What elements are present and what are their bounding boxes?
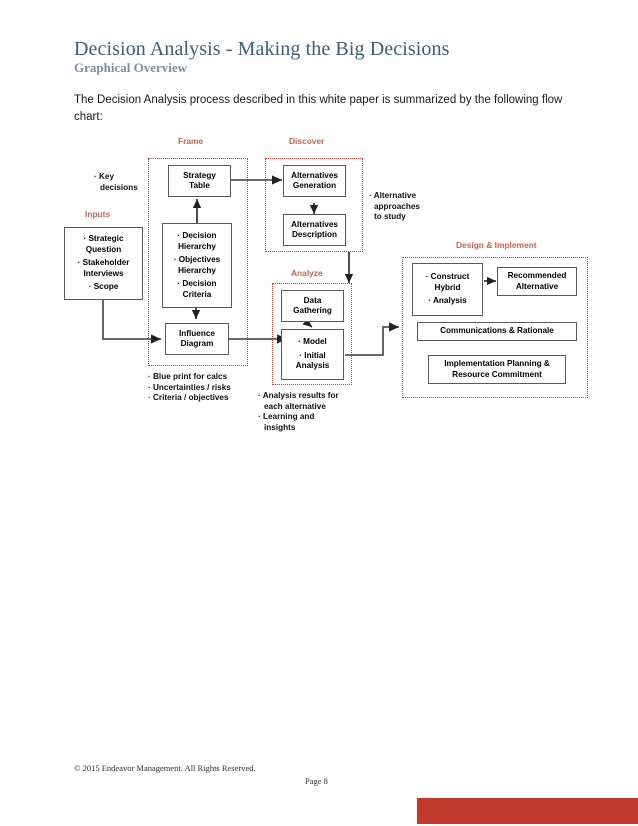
note-analyze-outputs-line-0: · Analysis results for [258, 391, 339, 400]
node-data-gathering[interactable]: Data Gathering [281, 290, 344, 322]
node-construct-hybrid-bullet-0: · Construct Hybrid [425, 272, 470, 292]
note-analyze-outputs-line-2: · Learning and [258, 412, 315, 421]
page-subtitle: Graphical Overview [74, 60, 188, 75]
node-communications-rationale-line-0: Communications & Rationale [440, 326, 554, 336]
node-alternatives-description-line-0: Alternatives [291, 219, 338, 229]
intro-paragraph: The Decision Analysis process described … [74, 94, 563, 123]
stage-box-analyze [272, 283, 352, 385]
node-implementation-planning[interactable]: Implementation Planning & Resource Commi… [428, 355, 566, 384]
note-frame-outputs-line-1: · Uncertainties / risks [148, 382, 231, 392]
node-strategy-table-line-0: Strategy [183, 170, 216, 180]
node-alternatives-description-line-1: Description [291, 230, 338, 239]
node-hierarchy-bullet-2: · Decision Criteria [177, 279, 217, 299]
stage-box-discover [265, 158, 363, 252]
node-hierarchy[interactable]: · Decision Hierarchy · Objectives Hierar… [162, 223, 232, 308]
node-influence-diagram[interactable]: Influence Diagram [165, 323, 229, 355]
node-data-gathering-line-1: Gathering [293, 306, 332, 315]
node-alternatives-generation-line-0: Alternatives [291, 170, 338, 180]
note-analyze-outputs-line-1: each alternative [264, 401, 326, 411]
node-strategy-table-line-1: Table [189, 181, 210, 190]
note-alternative-approaches-line-0: · Alternative [369, 191, 417, 200]
note-alternative-approaches: · Alternative approaches to study [369, 191, 420, 223]
node-implementation-planning-line-0: Implementation Planning & [444, 359, 550, 368]
node-inputs-bullet-1: · Stakeholder Interviews [77, 258, 130, 278]
node-data-gathering-line-0: Data [303, 295, 322, 305]
stage-label-frame: Frame [178, 136, 204, 146]
note-alternative-approaches-line-2: to study [374, 212, 406, 221]
node-inputs-bullet-0: · Strategic Question [83, 234, 124, 254]
note-key-decisions-line-1: decisions [100, 182, 138, 192]
node-alternatives-generation-line-1: Generation [292, 181, 337, 190]
node-inputs-bullet-2: · Scope [88, 282, 119, 292]
footer-copyright: © 2015 Endeavor Management. All Rights R… [74, 763, 256, 773]
node-model-initial-analysis[interactable]: · Model · Initial Analysis [281, 329, 344, 380]
stage-label-discover: Discover [289, 136, 325, 146]
node-alternatives-description[interactable]: Alternatives Description [283, 214, 346, 246]
node-communications-rationale[interactable]: Communications & Rationale [417, 322, 577, 341]
note-analyze-outputs-line-3: insights [264, 422, 296, 432]
node-recommended-alternative[interactable]: Recommended Alternative [497, 267, 577, 296]
footer-accent-bar [417, 798, 638, 824]
note-frame-outputs: · Blue print for calcs · Uncertainties /… [148, 372, 231, 404]
node-strategy-table[interactable]: Strategy Table [168, 165, 231, 197]
note-key-decisions-line-0: · Key [94, 172, 115, 181]
stage-label-analyze: Analyze [291, 268, 323, 278]
note-frame-outputs-line-2: · Criteria / objectives [148, 393, 229, 402]
node-hierarchy-bullet-1: · Objectives Hierarchy [173, 255, 221, 275]
footer-page-number: Page 8 [305, 776, 328, 786]
node-influence-diagram-line-1: Diagram [180, 339, 214, 348]
note-frame-outputs-line-0: · Blue print for calcs [148, 372, 228, 381]
node-construct-hybrid[interactable]: · Construct Hybrid · Analysis [412, 263, 483, 316]
note-analyze-outputs: · Analysis results for each alternative … [258, 391, 339, 433]
node-model-initial-analysis-bullet-0: · Model [298, 337, 327, 347]
node-influence-diagram-line-0: Influence [179, 328, 215, 338]
node-inputs[interactable]: · Strategic Question · Stakeholder Inter… [64, 227, 143, 300]
stage-label-design-implement: Design & Implement [456, 240, 537, 250]
node-construct-hybrid-bullet-1: · Analysis [428, 296, 467, 306]
note-key-decisions: · Key decisions [94, 172, 138, 193]
page-title: Decision Analysis - Making the Big Decis… [74, 38, 450, 60]
stage-box-design-implement [402, 257, 588, 398]
node-alternatives-generation[interactable]: Alternatives Generation [283, 165, 346, 197]
note-alternative-approaches-line-1: approaches [374, 201, 420, 211]
node-model-initial-analysis-bullet-1: · Initial Analysis [295, 350, 330, 371]
node-implementation-planning-line-1: Resource Commitment [452, 369, 542, 379]
stage-box-frame [148, 158, 248, 366]
node-recommended-alternative-line-0: Recommended [507, 271, 567, 280]
node-hierarchy-bullet-0: · Decision Hierarchy [177, 231, 217, 251]
node-recommended-alternative-line-1: Alternative [515, 281, 559, 291]
group-label-inputs: Inputs [85, 209, 111, 219]
